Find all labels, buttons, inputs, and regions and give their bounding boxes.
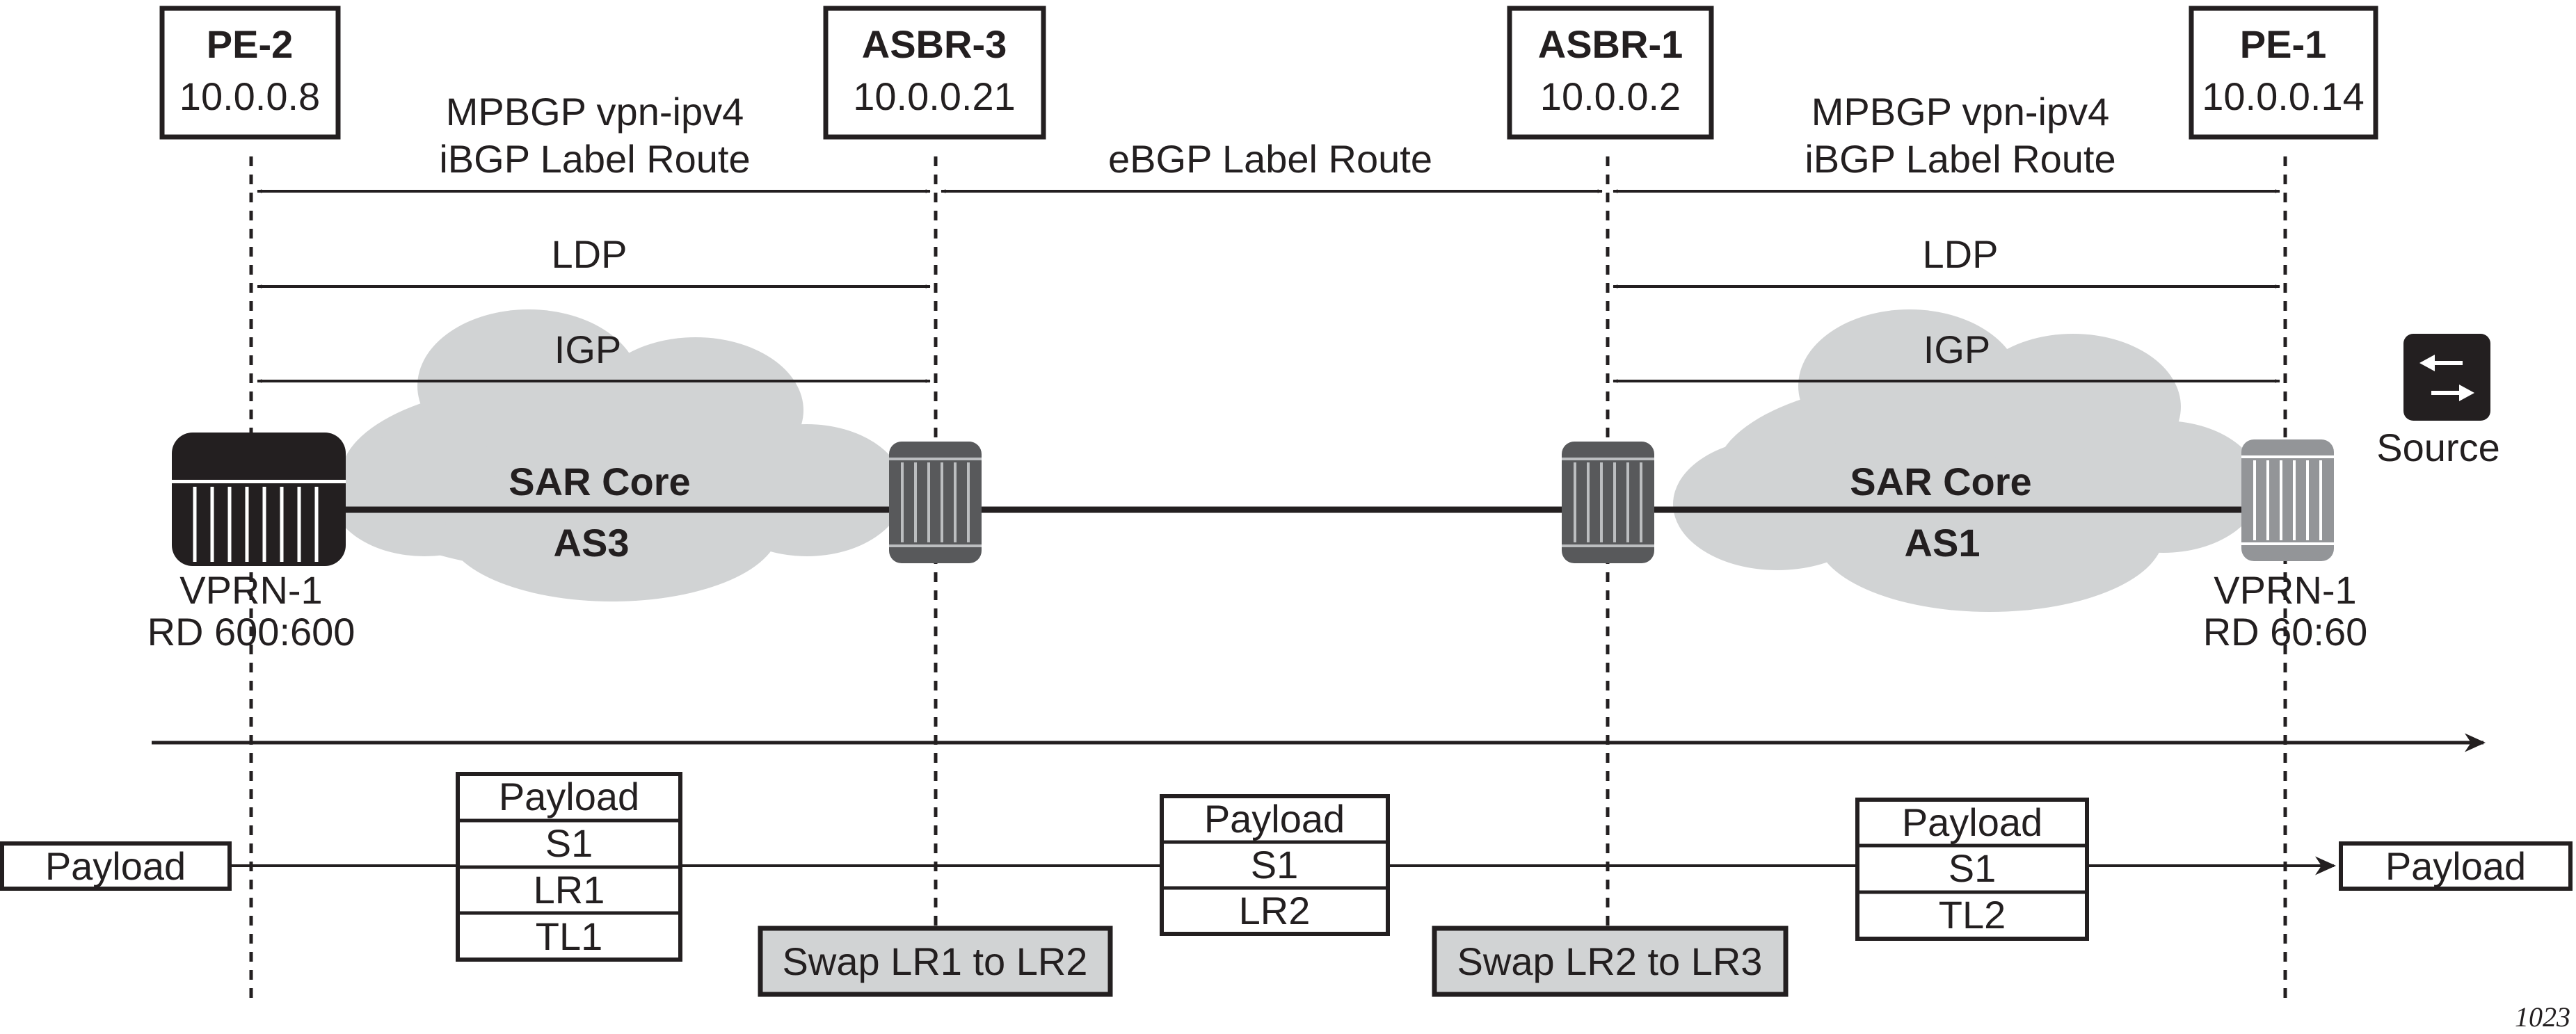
end-payload-label: Payload (2385, 844, 2526, 888)
stack3-item: S1 (1949, 846, 1997, 890)
right-ibgp-label: iBGP Label Route (1805, 137, 2115, 181)
swap-box-2: Swap LR2 to LR3 (1432, 926, 1789, 997)
swap-2-label: Swap LR2 to LR3 (1457, 939, 1763, 983)
left-ibgp-label: iBGP Label Route (439, 137, 750, 181)
cloud-as3 (330, 309, 904, 601)
right-ldp-label: LDP (1923, 232, 1999, 276)
start-payload-label: Payload (45, 844, 186, 888)
stack2-item: LR2 (1239, 889, 1311, 932)
node-asbr1: ASBR-1 10.0.0.2 (1507, 6, 1714, 140)
node-asbr1-ip: 10.0.0.2 (1540, 74, 1681, 118)
stack3-item: TL2 (1939, 893, 2006, 937)
left-vprn-rd: RD 600:600 (147, 610, 355, 654)
cloud-as1 (1673, 309, 2261, 612)
swap-box-1: Swap LR1 to LR2 (758, 926, 1113, 997)
ebgp-label: eBGP Label Route (1108, 137, 1432, 181)
node-pe2-ip: 10.0.0.8 (179, 74, 320, 118)
cloud-as3-title: SAR Core (509, 460, 690, 503)
stack2-item: S1 (1251, 843, 1299, 887)
label-stack-3: Payload S1 TL2 (1855, 798, 2089, 941)
right-vprn-name: VPRN-1 (2214, 568, 2356, 612)
node-asbr1-name: ASBR-1 (1538, 22, 1683, 66)
cloud-as1-title: SAR Core (1850, 460, 2031, 503)
cloud-as1-as: AS1 (1905, 521, 1981, 565)
pe2-router-icon (172, 433, 346, 566)
node-pe2-name: PE-2 (207, 22, 294, 66)
stack1-item: TL1 (536, 914, 603, 958)
right-igp-label: IGP (1923, 328, 1990, 371)
right-vprn-rd: RD 60:60 (2203, 610, 2368, 654)
asbr1-router-icon (1562, 442, 1654, 563)
stack3-item: Payload (1902, 800, 2042, 844)
source-switch-icon (2403, 334, 2490, 421)
label-stack-1: Payload S1 LR1 TL1 (456, 772, 682, 962)
node-asbr3: ASBR-3 10.0.0.21 (823, 6, 1046, 140)
node-pe2: PE-2 10.0.0.8 (159, 6, 341, 140)
node-pe1-ip: 10.0.0.14 (2202, 74, 2365, 118)
start-payload-box: Payload (0, 841, 232, 891)
left-mpbgp-label: MPBGP vpn-ipv4 (446, 90, 744, 134)
left-igp-label: IGP (554, 328, 621, 371)
source-label: Source (2376, 426, 2499, 469)
swap-1-label: Swap LR1 to LR2 (783, 939, 1088, 983)
node-pe1: PE-1 10.0.0.14 (2189, 6, 2378, 140)
node-pe1-name: PE-1 (2240, 22, 2327, 66)
left-ldp-label: LDP (552, 232, 627, 276)
stack1-item: Payload (499, 775, 639, 818)
node-asbr3-name: ASBR-3 (862, 22, 1007, 66)
asbr3-router-icon (889, 442, 982, 563)
session-arrows (257, 189, 2280, 383)
figure-number: 1023 (2515, 1001, 2570, 1033)
stack1-item: LR1 (534, 868, 605, 912)
left-vprn-name: VPRN-1 (179, 568, 322, 612)
right-mpbgp-label: MPBGP vpn-ipv4 (1811, 90, 2109, 134)
stack1-item: S1 (545, 821, 593, 865)
node-asbr3-ip: 10.0.0.21 (853, 74, 1016, 118)
label-stack-2: Payload S1 LR2 (1160, 794, 1390, 936)
stack2-item: Payload (1204, 797, 1345, 841)
cloud-as3-as: AS3 (554, 521, 630, 565)
pe1-router-icon (2241, 439, 2334, 561)
end-payload-box: Payload (2339, 841, 2573, 891)
